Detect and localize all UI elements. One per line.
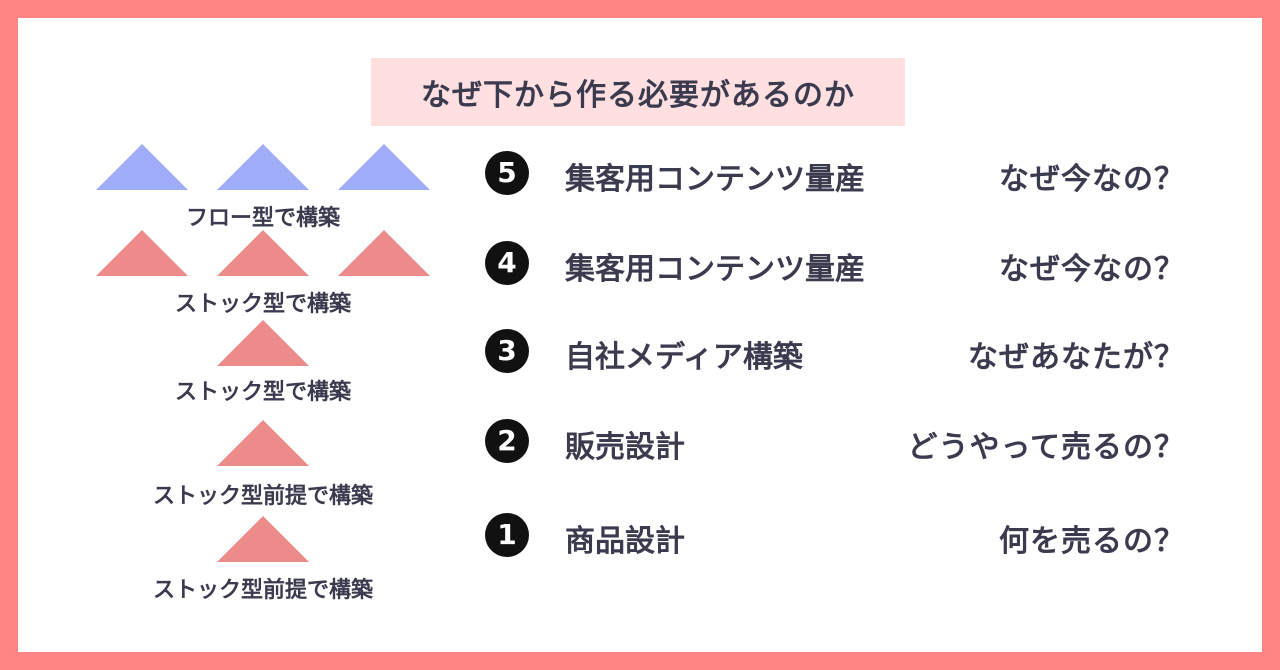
stock-triangle-single <box>217 320 309 366</box>
step-question: なぜ今なの？ <box>999 252 1185 287</box>
step-label: 集客用コンテンツ量産 <box>565 252 865 287</box>
step-row-3: 3 自社メディア構築 なぜあなたが？ <box>485 326 1185 376</box>
step-question: 何を売るの？ <box>999 524 1185 559</box>
step-question: なぜ今なの？ <box>999 162 1185 197</box>
pyramid-level-label: ストック型前提で構築 <box>152 578 374 603</box>
step-label: 自社メディア構築 <box>565 340 803 375</box>
step-row-4: 4 集客用コンテンツ量産 なぜ今なの？ <box>485 238 1185 288</box>
content-card: なぜ下から作る必要があるのか フロー型で構築 ストック型で構築 ストック型で構築… <box>18 18 1262 652</box>
step-question: なぜあなたが？ <box>968 340 1185 375</box>
step-label: 販売設計 <box>565 430 685 465</box>
pyramid-level-label: ストック型前提で構築 <box>152 484 374 509</box>
pyramid-level-label: フロー型で構築 <box>185 206 341 231</box>
pyramid-level-label: ストック型で構築 <box>174 292 352 317</box>
stock-triangle-2 <box>217 230 309 276</box>
step-number-badge: 2 <box>485 419 529 463</box>
step-row-5: 5 集客用コンテンツ量産 なぜ今なの？ <box>485 148 1185 198</box>
step-label: 商品設計 <box>565 524 685 559</box>
step-row-1: 1 商品設計 何を売るの？ <box>485 510 1185 560</box>
stock-triangle-3 <box>338 230 430 276</box>
step-number-badge: 1 <box>485 513 529 557</box>
flow-triangle-2 <box>217 144 309 190</box>
step-number-badge: 3 <box>485 329 529 373</box>
stock-triangle-1 <box>96 230 188 276</box>
stock-triangle-single <box>217 420 309 466</box>
pyramid-level-label: ストック型で構築 <box>174 380 352 405</box>
flow-triangle-3 <box>338 144 430 190</box>
stock-triangle-single <box>217 516 309 562</box>
page-title: なぜ下から作る必要があるのか <box>371 58 905 126</box>
step-question: どうやって売るの？ <box>907 430 1185 465</box>
step-number-badge: 4 <box>485 241 529 285</box>
flow-triangle-1 <box>96 144 188 190</box>
step-label: 集客用コンテンツ量産 <box>565 162 865 197</box>
step-row-2: 2 販売設計 どうやって売るの？ <box>485 416 1185 466</box>
step-number-badge: 5 <box>485 151 529 195</box>
